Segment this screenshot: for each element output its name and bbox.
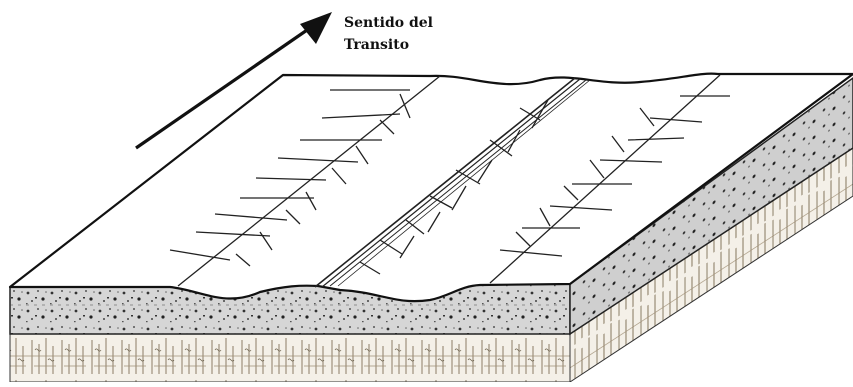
subgrade-front (10, 334, 570, 382)
base-layer-front (10, 284, 570, 334)
traffic-label-line2: Transito (344, 34, 433, 56)
traffic-direction-label: Sentido del Transito (344, 12, 433, 56)
traffic-label-line1: Sentido del (344, 12, 433, 34)
